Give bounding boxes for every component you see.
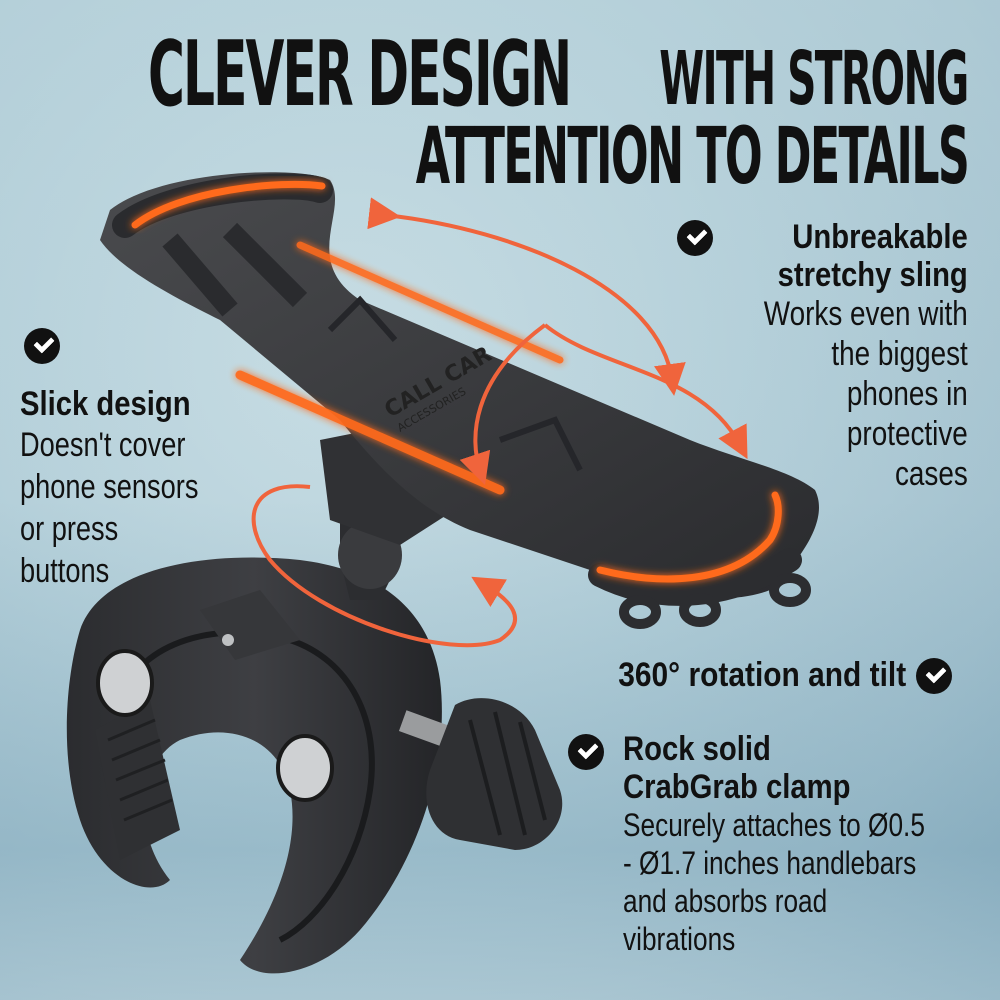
check-circle-icon (916, 657, 952, 694)
feature-slick-design: Slick design Doesn't cover phone sensors… (20, 328, 243, 592)
feature-desc: phones in (847, 375, 968, 413)
feature-desc: Securely attaches to Ø0.5 (623, 807, 925, 843)
rotation-arrows (251, 197, 748, 648)
headline-main: CLEVER DESIGN (148, 22, 572, 127)
feature-title: stretchy sling (777, 256, 968, 294)
feature-desc: buttons (20, 552, 110, 590)
feature-title: Slick design (20, 385, 191, 423)
feature-desc: or press (20, 510, 119, 548)
feature-unbreakable-sling: Unbreakable stretchy sling Works even wi… (677, 218, 968, 494)
feature-desc: Doesn't cover (20, 426, 186, 464)
crab-clamp (66, 557, 563, 974)
feature-desc: and absorbs road (623, 883, 828, 919)
feature-desc: cases (895, 455, 968, 493)
feature-desc: vibrations (623, 921, 736, 957)
feature-desc: - Ø1.7 inches handlebars (623, 845, 917, 881)
feature-title: Unbreakable (792, 218, 968, 256)
check-circle-icon (568, 734, 604, 770)
feature-desc: the biggest (831, 335, 968, 373)
feature-title: CrabGrab clamp (623, 768, 851, 806)
check-circle-icon (677, 220, 714, 256)
feature-crabgrab-clamp: Rock solid CrabGrab clamp Securely attac… (568, 730, 991, 958)
feature-360-rotation: 360° rotation and tilt (579, 656, 952, 695)
feature-desc: protective (847, 415, 968, 453)
check-circle-icon (24, 328, 60, 364)
feature-title: Rock solid (623, 730, 771, 768)
feature-title: 360° rotation and tilt (618, 656, 906, 694)
headline-line2: ATTENTION TO DETAILS (415, 112, 970, 202)
headline-sub: WITH STRONG (659, 36, 970, 122)
feature-desc: phone sensors (20, 468, 199, 506)
feature-desc: Works even with (763, 295, 968, 333)
